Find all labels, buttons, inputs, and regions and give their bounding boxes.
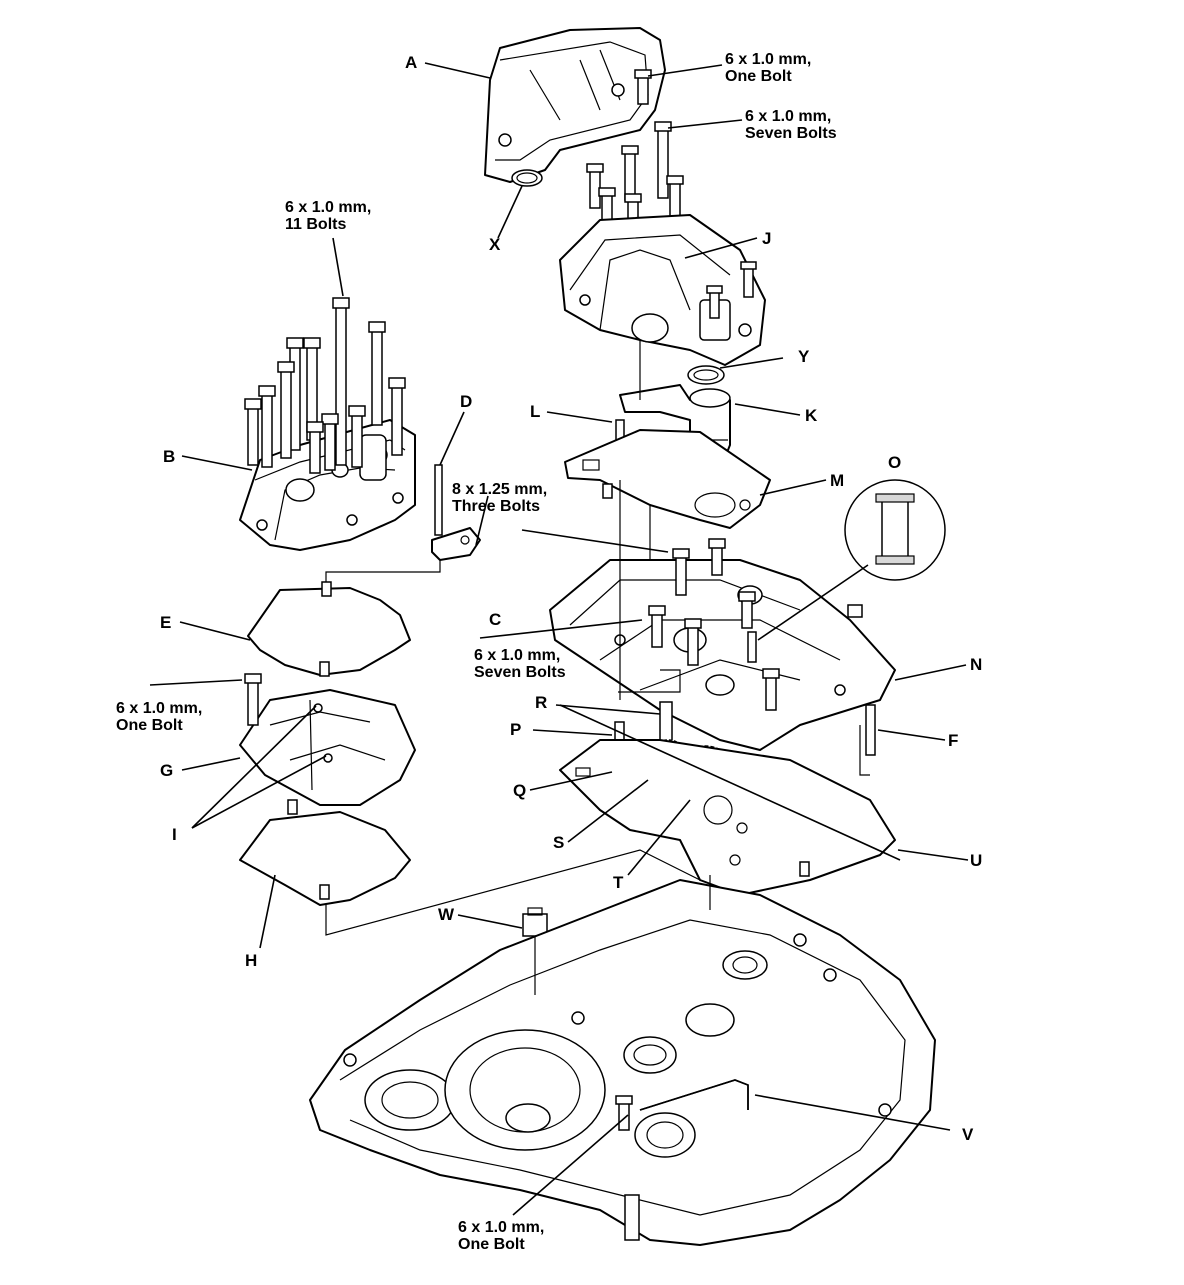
callout-bottom-one-bolt-size: 6 x 1.0 mm, — [458, 1219, 544, 1236]
part-m-plate — [564, 429, 771, 529]
label-s: S — [553, 833, 564, 852]
label-h: H — [245, 951, 257, 970]
callout-bottom-one-bolt-qty: One Bolt — [458, 1236, 525, 1253]
part-e-gasket — [247, 581, 411, 677]
label-l: L — [530, 402, 540, 421]
label-y: Y — [798, 347, 810, 366]
label-c: C — [489, 610, 501, 629]
part-d-pin — [434, 464, 443, 536]
callout-top-one-bolt-size: 6 x 1.0 mm, — [725, 51, 811, 68]
part-n-valve-body — [549, 538, 896, 751]
part-o-detail — [844, 479, 946, 581]
label-p: P — [510, 720, 521, 739]
callout-top-seven-bolts-qty: Seven Bolts — [745, 125, 837, 142]
part-g-valve-body — [239, 673, 416, 806]
label-w: W — [438, 905, 455, 924]
b-bolts — [244, 297, 406, 474]
label-k: K — [805, 406, 818, 425]
label-m: M — [830, 471, 844, 490]
label-i: I — [172, 825, 177, 844]
label-n: N — [970, 655, 982, 674]
label-r: R — [535, 693, 547, 712]
part-j-valve-body — [559, 214, 766, 366]
part-h-plate — [239, 799, 411, 906]
guide-lines — [325, 340, 870, 995]
callout-eleven-bolts-qty: 11 Bolts — [285, 216, 346, 233]
transmission-case — [309, 879, 936, 1246]
label-o: O — [888, 453, 901, 472]
label-f: F — [948, 731, 958, 750]
part-y-seal — [687, 365, 725, 385]
part-a-cover — [484, 27, 666, 183]
label-d: D — [460, 392, 472, 411]
label-a: A — [405, 53, 417, 72]
part-x-o-ring — [511, 169, 543, 187]
part-r-shaft — [659, 701, 673, 743]
label-q: Q — [513, 781, 526, 800]
callout-three-bolts-size: 8 x 1.25 mm, — [452, 481, 547, 498]
label-u: U — [970, 851, 982, 870]
callout-top-seven-bolts-size: 6 x 1.0 mm, — [745, 108, 831, 125]
label-e: E — [160, 613, 171, 632]
callout-top-one-bolt-qty: One Bolt — [725, 68, 792, 85]
callout-three-bolts-qty: Three Bolts — [452, 498, 540, 515]
label-x: X — [489, 235, 501, 254]
leader-lines — [149, 62, 969, 1216]
part-w-sensor — [522, 907, 548, 937]
fastener-callouts: 6 x 1.0 mm, One Bolt 6 x 1.0 mm, Seven B… — [116, 51, 837, 1253]
label-g: G — [160, 761, 173, 780]
part-labels: A B C D E F G H I J K L M N O P Q R S T … — [160, 53, 982, 1144]
part-c-bracket — [431, 527, 481, 561]
label-j: J — [762, 229, 771, 248]
callout-left-one-bolt-size: 6 x 1.0 mm, — [116, 700, 202, 717]
label-t: T — [613, 873, 624, 892]
callout-eleven-bolts-size: 6 x 1.0 mm, — [285, 199, 371, 216]
label-b: B — [163, 447, 175, 466]
callout-mid-seven-bolts-size: 6 x 1.0 mm, — [474, 647, 560, 664]
part-f-pin — [865, 704, 876, 756]
callout-left-one-bolt-qty: One Bolt — [116, 717, 183, 734]
callout-mid-seven-bolts-qty: Seven Bolts — [474, 664, 566, 681]
part-u-plate — [559, 739, 896, 896]
label-v: V — [962, 1125, 974, 1144]
